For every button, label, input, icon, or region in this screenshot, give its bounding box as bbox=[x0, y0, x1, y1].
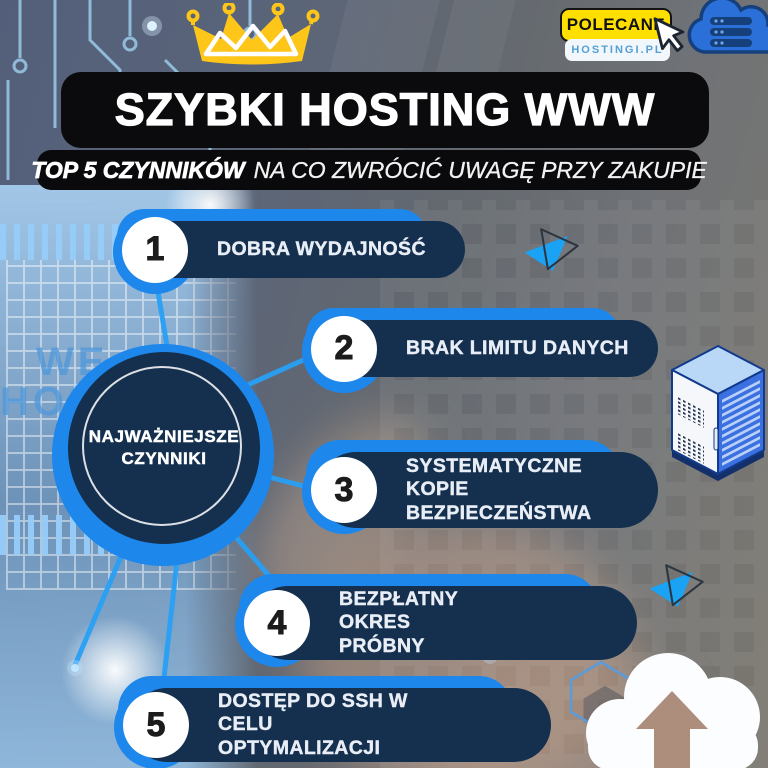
item-number-badge: 5 bbox=[123, 692, 189, 758]
item-label: BRAK LIMITU DANYCH bbox=[406, 336, 629, 359]
item-number-badge: 3 bbox=[311, 457, 377, 523]
subtitle-rest: NA CO ZWRÓCIĆ UWAGĘ PRZY ZAKUPIE bbox=[253, 156, 707, 183]
item-pill: DOBRA WYDAJNOŚĆ bbox=[129, 221, 465, 278]
subtitle-banner: TOP 5 CZYNNIKÓW NA CO ZWRÓCIĆ UWAGĘ PRZY… bbox=[31, 150, 707, 190]
central-topic-circle: NAJWAŻNIEJSZE CZYNNIKI bbox=[52, 344, 274, 566]
factor-item-5: DOSTĘP DO SSH W CELU OPTYMALIZACJI 5 bbox=[114, 676, 551, 768]
factor-item-4: BEZPŁATNY OKRES PRÓBNY 4 bbox=[235, 574, 637, 667]
paper-plane-icon bbox=[523, 225, 581, 275]
cursor-icon bbox=[651, 9, 694, 58]
factor-item-1: DOBRA WYDAJNOŚĆ 1 bbox=[113, 209, 465, 294]
brand-logo: POLECANE HOSTINGI.PL bbox=[538, 0, 768, 100]
item-number-badge: 1 bbox=[122, 216, 188, 283]
brand-name: POLECANE bbox=[566, 15, 666, 34]
item-label: DOBRA WYDAJNOŚĆ bbox=[217, 237, 426, 260]
brand-domain: HOSTINGI.PL bbox=[571, 44, 664, 56]
paper-plane-icon bbox=[648, 558, 706, 614]
item-number-badge: 4 bbox=[244, 590, 310, 656]
factor-item-3: SYSTEMATYCZNE KOPIE BEZPIECZEŃSTWA 3 bbox=[302, 440, 658, 534]
cloud-hosting-icon bbox=[674, 0, 768, 64]
factor-item-2: BRAK LIMITU DANYCH 2 bbox=[302, 308, 658, 393]
item-pill: DOSTĘP DO SSH W CELU OPTYMALIZACJI bbox=[130, 688, 551, 762]
item-pill: BEZPŁATNY OKRES PRÓBNY bbox=[251, 586, 637, 660]
brand-name-badge: POLECANE bbox=[560, 8, 672, 42]
circle-inner-ring bbox=[82, 366, 242, 526]
cloud-upload-icon bbox=[568, 645, 768, 768]
title-banner: SZYBKI HOSTING WWW bbox=[61, 72, 709, 148]
item-label: SYSTEMATYCZNE KOPIE BEZPIECZEŃSTWA bbox=[406, 454, 592, 524]
crown-icon bbox=[181, 3, 321, 69]
item-label: BEZPŁATNY OKRES PRÓBNY bbox=[339, 587, 458, 657]
server-rack-icon bbox=[668, 344, 768, 484]
item-number-badge: 2 bbox=[311, 315, 377, 382]
brand-domain-badge: HOSTINGI.PL bbox=[565, 39, 670, 61]
item-label: DOSTĘP DO SSH W CELU OPTYMALIZACJI bbox=[218, 689, 408, 759]
subtitle-bold: TOP 5 CZYNNIKÓW bbox=[31, 156, 245, 183]
page-title: SZYBKI HOSTING WWW bbox=[114, 83, 656, 135]
